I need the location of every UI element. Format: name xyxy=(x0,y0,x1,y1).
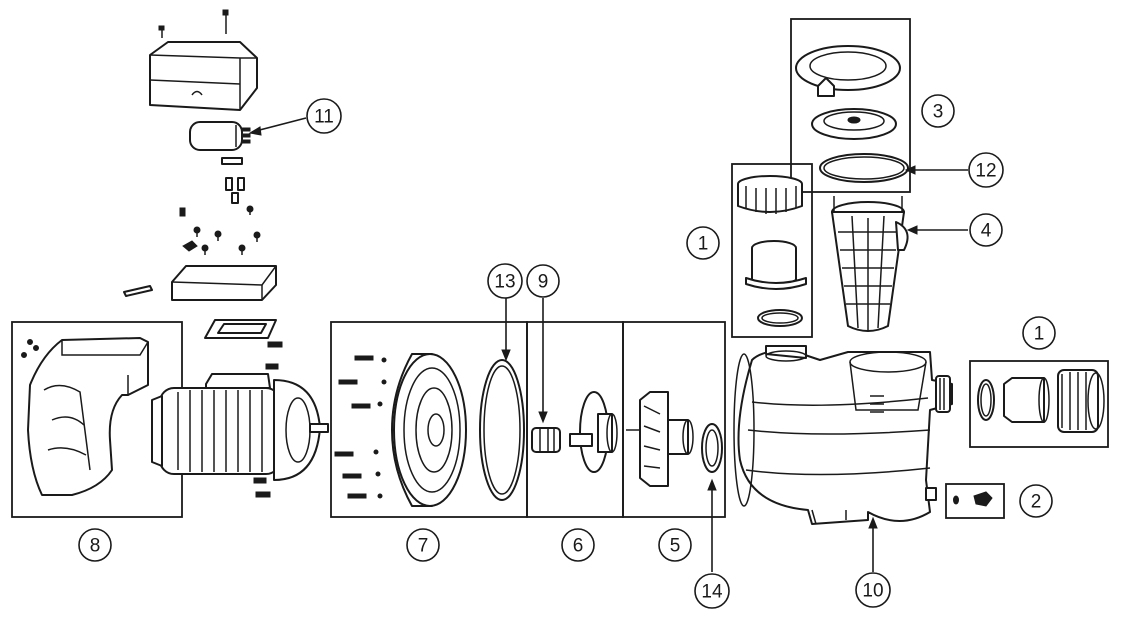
drain-plug xyxy=(953,491,993,507)
callout-label: 4 xyxy=(981,221,992,242)
callout-label: 6 xyxy=(573,536,584,557)
callout-label: 7 xyxy=(418,536,429,557)
callout-label: 8 xyxy=(90,536,101,557)
box-drain-plug xyxy=(945,483,1005,519)
union-top xyxy=(737,175,807,327)
oring-13 xyxy=(479,359,525,501)
callout-label: 10 xyxy=(862,581,883,602)
box-union-top xyxy=(731,163,813,338)
callout-10: 10 xyxy=(855,572,891,608)
union-right xyxy=(977,369,1105,433)
box-diffuser xyxy=(622,321,726,518)
motor xyxy=(151,341,329,498)
callout-5: 5 xyxy=(658,528,692,562)
lid-assembly xyxy=(795,45,909,183)
callout-label: 1 xyxy=(1034,324,1045,345)
callout-12: 12 xyxy=(968,152,1004,188)
strainer-basket xyxy=(831,196,909,332)
callout-label: 11 xyxy=(314,107,334,128)
oring-14 xyxy=(701,423,723,473)
callout-label: 5 xyxy=(670,536,681,557)
diffuser xyxy=(626,391,694,487)
callout-label: 12 xyxy=(975,161,996,182)
seal-plate xyxy=(334,353,467,507)
box-lid-assembly xyxy=(790,18,911,193)
callout-label: 1 xyxy=(698,234,709,255)
callout-9: 9 xyxy=(526,264,560,298)
callout-1-right: 1 xyxy=(1022,316,1056,350)
leader-lines xyxy=(248,117,968,572)
callout-label: 2 xyxy=(1031,492,1042,513)
callout-14: 14 xyxy=(694,573,730,609)
callout-label: 13 xyxy=(494,272,515,293)
callout-13: 13 xyxy=(487,263,523,299)
terminal-box-assembly xyxy=(123,9,277,339)
callout-4: 4 xyxy=(969,213,1003,247)
oring-14-inner xyxy=(705,429,719,467)
callout-label: 14 xyxy=(701,582,723,603)
callout-7: 7 xyxy=(406,528,440,562)
callout-label: 9 xyxy=(538,272,549,293)
callout-label: 3 xyxy=(933,102,944,123)
fan-cover xyxy=(21,337,149,496)
pump-housing xyxy=(733,345,953,525)
oring-13-inner xyxy=(483,365,521,495)
box-union-right xyxy=(969,360,1109,448)
callout-11: 11 xyxy=(306,98,342,134)
callout-8: 8 xyxy=(78,528,112,562)
impeller xyxy=(531,391,618,473)
callout-2: 2 xyxy=(1019,484,1053,518)
callout-6: 6 xyxy=(561,528,595,562)
callout-1-top: 1 xyxy=(686,226,720,260)
callout-3: 3 xyxy=(921,94,955,128)
